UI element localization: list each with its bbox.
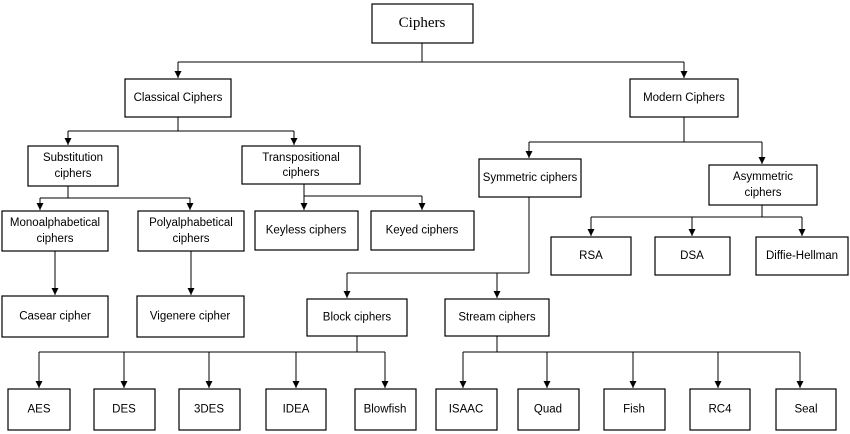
node-diffie-hellman: Diffie-Hellman <box>755 236 849 276</box>
node-seal: Seal <box>775 388 837 431</box>
node-keyed-ciphers: Keyed ciphers <box>370 210 475 251</box>
node-dsa: DSA <box>654 236 731 276</box>
edge-transpositional-split <box>303 184 422 197</box>
node-rsa-label: RSA <box>579 250 603 262</box>
edge-block-split <box>39 336 385 353</box>
node-substitution-line2: ciphers <box>54 168 91 180</box>
node-diffie-hellman-label: Diffie-Hellman <box>766 250 838 262</box>
node-symmetric-ciphers: Symmetric ciphers <box>478 158 582 198</box>
node-polyalphabetical-line2: ciphers <box>172 233 209 245</box>
node-ciphers: Ciphers <box>371 3 474 44</box>
node-ciphers-label: Ciphers <box>399 15 446 31</box>
node-keyed-ciphers-label: Keyed ciphers <box>386 225 459 237</box>
node-substitution-line1: Substitution <box>43 152 103 164</box>
node-asymmetric-line1: Asymmetric <box>733 171 793 183</box>
node-casear-cipher-label: Casear cipher <box>19 311 91 323</box>
edge-modern-split <box>529 117 762 143</box>
node-stream-ciphers-label: Stream ciphers <box>458 312 536 324</box>
node-classical-ciphers: Classical Ciphers <box>124 78 232 118</box>
edge-ciphers-split <box>178 43 684 63</box>
node-asymmetric-line2: ciphers <box>744 187 781 199</box>
node-block-ciphers-label: Block ciphers <box>323 312 392 324</box>
node-3des: 3DES <box>178 388 241 431</box>
node-keyless-ciphers: Keyless ciphers <box>254 210 359 251</box>
node-seal-label: Seal <box>794 404 817 416</box>
node-stream-ciphers: Stream ciphers <box>444 298 550 337</box>
edge-stream-split <box>463 336 800 353</box>
node-des: DES <box>93 388 156 431</box>
node-idea-label: IDEA <box>283 404 310 416</box>
node-aes-label: AES <box>27 404 50 416</box>
node-transpositional-line1: Transpositional <box>262 152 340 164</box>
node-modern-ciphers: Modern Ciphers <box>629 78 739 118</box>
node-vigenere-cipher-label: Vigenere cipher <box>150 311 231 323</box>
node-transpositional-line2: ciphers <box>282 167 319 179</box>
node-modern-ciphers-label: Modern Ciphers <box>643 92 725 104</box>
node-symmetric-ciphers-label: Symmetric ciphers <box>483 172 578 184</box>
edge-substitution-split <box>40 186 190 199</box>
node-block-ciphers: Block ciphers <box>306 298 408 337</box>
node-rc4: RC4 <box>689 388 751 431</box>
node-asymmetric-ciphers: Asymmetric ciphers <box>708 164 818 206</box>
node-quad: Quad <box>517 388 580 431</box>
node-des-label: DES <box>112 404 136 416</box>
node-fish-label: Fish <box>623 404 645 416</box>
node-monoalphabetical-line2: ciphers <box>36 233 73 245</box>
node-quad-label: Quad <box>534 404 562 416</box>
node-3des-label: 3DES <box>194 404 224 416</box>
node-fish: Fish <box>603 388 666 431</box>
node-transpositional-ciphers: Transpositional ciphers <box>241 145 361 185</box>
node-isaac: ISAAC <box>435 388 498 431</box>
node-idea: IDEA <box>265 388 327 431</box>
node-monoalphabetical-ciphers: Monoalphabetical ciphers <box>1 210 109 252</box>
node-casear-cipher: Casear cipher <box>1 295 109 338</box>
node-dsa-label: DSA <box>680 250 704 262</box>
node-blowfish: Blowfish <box>354 388 417 431</box>
node-rc4-label: RC4 <box>708 404 732 416</box>
node-substitution-ciphers: Substitution ciphers <box>27 145 119 187</box>
node-aes: AES <box>7 388 71 431</box>
node-keyless-ciphers-label: Keyless ciphers <box>266 225 347 237</box>
node-classical-ciphers-label: Classical Ciphers <box>134 92 223 104</box>
node-polyalphabetical-ciphers: Polyalphabetical ciphers <box>137 210 245 252</box>
node-monoalphabetical-line1: Monoalphabetical <box>10 217 100 229</box>
node-vigenere-cipher: Vigenere cipher <box>136 295 245 338</box>
edge-symmetric-split <box>347 197 530 274</box>
node-blowfish-label: Blowfish <box>364 404 407 416</box>
node-isaac-label: ISAAC <box>449 404 484 416</box>
connector-lines <box>35 43 806 388</box>
edge-classical-split <box>68 117 294 132</box>
edge-asymmetric-split <box>591 205 802 218</box>
node-polyalphabetical-line1: Polyalphabetical <box>149 217 233 229</box>
node-rsa: RSA <box>550 236 632 276</box>
